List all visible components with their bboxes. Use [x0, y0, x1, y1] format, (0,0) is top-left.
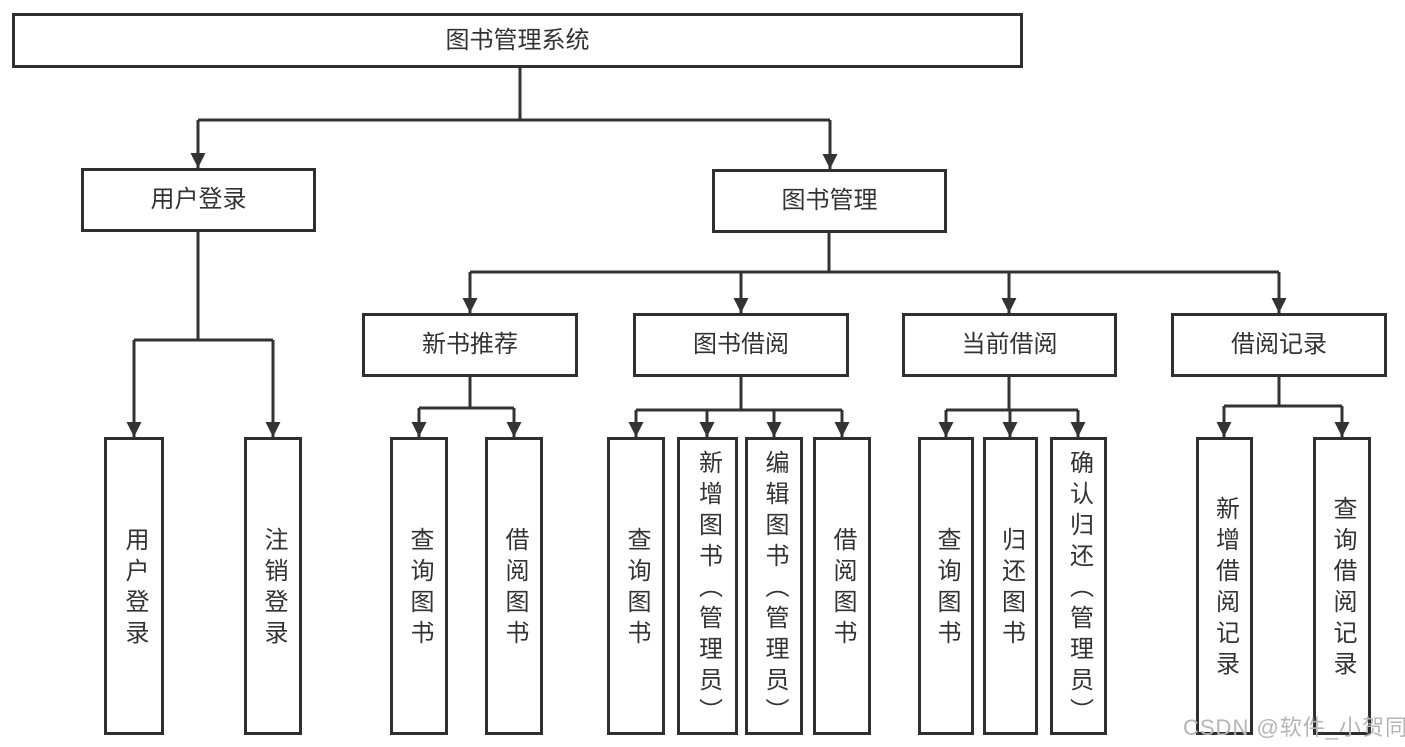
- leaf-query-book-2: 查询图书: [607, 437, 665, 735]
- leaf-user-login: 用户登录: [104, 437, 164, 735]
- leaf-borrow-book-1: 借阅图书: [485, 437, 543, 735]
- node-borrow-records: 借阅记录: [1171, 313, 1387, 377]
- connector-trunks: [134, 68, 1342, 412]
- leaf-add-borrow-record: 新增借阅记录: [1196, 437, 1253, 735]
- leaf-confirm-return-admin: 确认归还（管理员）: [1050, 437, 1107, 735]
- leaf-query-book-1: 查询图书: [390, 437, 448, 735]
- node-root: 图书管理系统: [12, 13, 1023, 68]
- node-book-borrow: 图书借阅: [633, 313, 849, 377]
- node-user-login: 用户登录: [81, 168, 316, 232]
- leaf-return-book: 归还图书: [983, 437, 1038, 735]
- node-new-book-recommend: 新书推荐: [362, 313, 578, 377]
- node-book-management: 图书管理: [712, 169, 947, 233]
- leaf-query-borrow-record: 查询借阅记录: [1313, 437, 1371, 735]
- watermark: CSDN @软件_小贺同学: [1183, 715, 1405, 740]
- connector-arrows: [126, 120, 1350, 437]
- leaf-logout: 注销登录: [244, 437, 302, 735]
- leaf-edit-book-admin: 编辑图书（管理员）: [745, 437, 803, 735]
- leaf-borrow-book-2: 借阅图书: [813, 437, 871, 735]
- leaf-query-book-3: 查询图书: [918, 437, 974, 735]
- node-current-borrow: 当前借阅: [902, 313, 1117, 377]
- leaf-add-book-admin: 新增图书（管理员）: [677, 437, 738, 735]
